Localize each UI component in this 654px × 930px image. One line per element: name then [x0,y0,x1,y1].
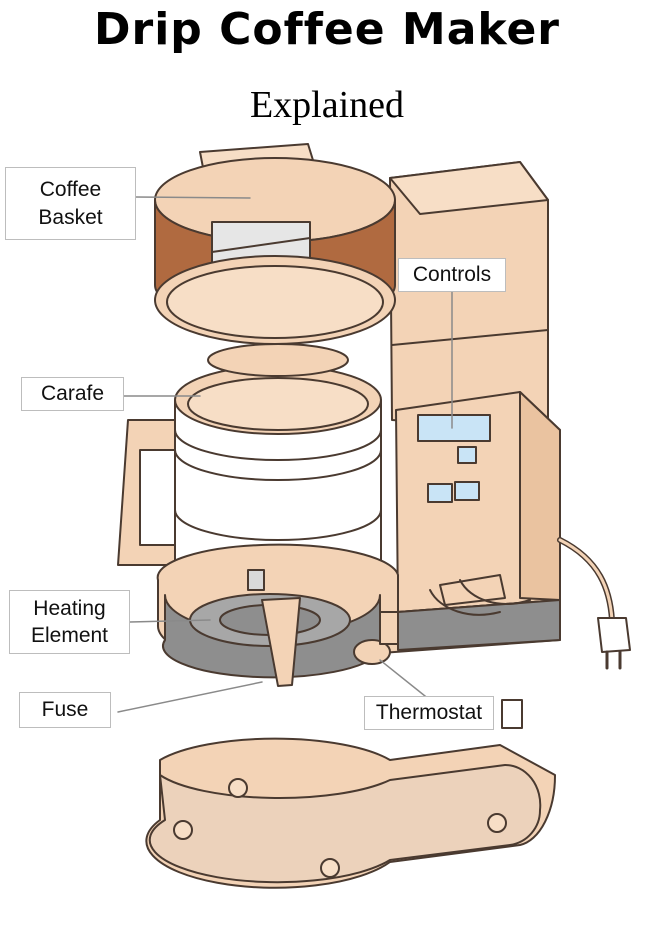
label-thermostat: Thermostat [364,696,494,730]
thermostat-part [353,639,391,665]
label-fuse: Fuse [19,692,111,728]
leader-lines [117,196,453,713]
leader-line-coffee-basket [135,196,251,199]
label-carafe: Carafe [21,377,124,411]
control-panel-display [417,414,491,442]
warming-base [156,543,561,687]
label-controls: Controls [398,258,506,292]
plug-icon [597,617,631,653]
diagram-title: Drip Coffee Maker [93,4,561,55]
thermostat-knob [501,699,523,729]
power-cord [557,537,631,670]
coffee-basket [154,143,396,345]
control-button [427,483,453,503]
control-unit [395,391,561,613]
control-button [457,446,477,464]
diagram-subtitle: Explained [249,84,405,126]
leader-line-thermostat [379,659,431,701]
label-heating-element: Heating Element [9,590,130,654]
reservoir-tower [389,161,549,431]
leader-line-heating-element [129,619,211,623]
control-button [454,481,480,501]
bottom-plate [145,699,557,889]
leader-line-fuse [117,681,263,713]
label-coffee-basket: Coffee Basket [5,167,136,240]
